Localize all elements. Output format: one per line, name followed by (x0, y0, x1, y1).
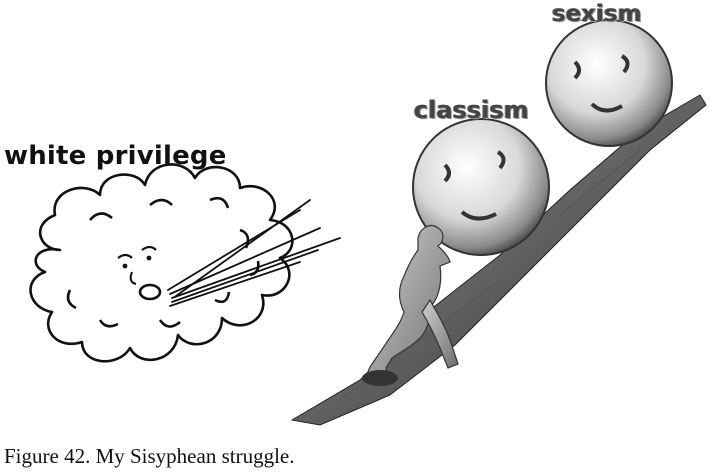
figure-caption: Figure 42. My Sisyphean struggle. (4, 444, 295, 468)
boulder-icon (545, 19, 673, 147)
sexism-label: sexism (552, 1, 642, 27)
pushing-figure-icon (362, 225, 459, 386)
white-privilege-label: white privilege (4, 141, 227, 171)
classism-label: classism (414, 96, 529, 124)
illustration (29, 19, 707, 426)
boulder-icon (412, 118, 550, 256)
wind-cloud-icon (29, 163, 341, 363)
